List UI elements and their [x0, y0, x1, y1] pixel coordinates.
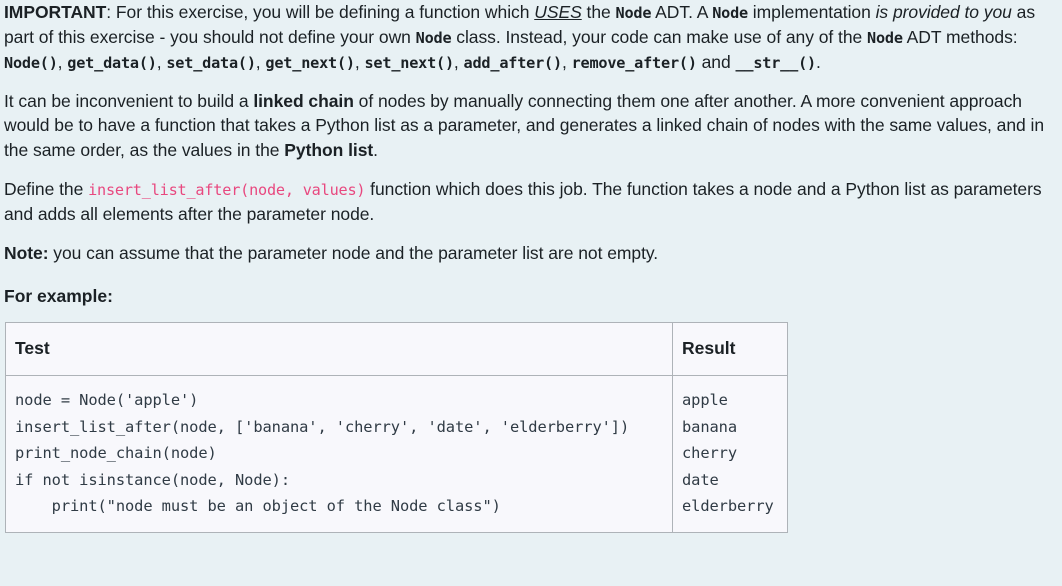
paragraph-note: Note: you can assume that the parameter …	[4, 241, 1058, 266]
python-list-bold: Python list	[284, 140, 374, 161]
insert-list-after-signature: insert_list_after(node, values)	[88, 181, 366, 200]
cell-test-code: node = Node('apple') insert_list_after(n…	[5, 375, 673, 533]
important-text-9: and	[696, 51, 736, 72]
linked-chain-text-3: .	[373, 140, 378, 161]
code-node-3: Node	[415, 28, 452, 47]
table-head: Test Result	[5, 322, 788, 377]
column-header-test: Test	[5, 322, 673, 377]
important-italic-phrase: is provided to you	[875, 2, 1012, 22]
linked-chain-bold: linked chain	[253, 90, 354, 111]
linked-chain-text-1: It can be inconvenient to build a	[4, 90, 254, 111]
cell-result-output: apple banana cherry date elderberry	[672, 375, 788, 533]
define-text-2: function which does this job. The functi…	[4, 179, 1042, 224]
method-get-next: get_next()	[265, 53, 355, 72]
result-output-block: apple banana cherry date elderberry	[682, 391, 774, 516]
method-remove-after: remove_after()	[571, 53, 697, 72]
note-label: Note:	[4, 242, 49, 263]
paragraph-linked-chain: It can be inconvenient to build a linked…	[4, 89, 1058, 164]
important-text-4: implementation	[747, 2, 876, 22]
column-header-result: Result	[672, 322, 788, 377]
sep-5: ,	[453, 51, 464, 72]
paragraph-important: IMPORTANT: For this exercise, you will b…	[4, 0, 1058, 75]
code-node-2: Node	[712, 4, 748, 22]
method-str: __str__()	[735, 53, 816, 72]
uses-emphasis: USES	[534, 2, 582, 22]
method-set-next: set_next()	[364, 53, 454, 72]
define-text-1: Define the	[4, 179, 89, 200]
sep-4: ,	[354, 51, 365, 72]
important-text-7: ADT methods:	[902, 26, 1018, 47]
sep-1: ,	[57, 51, 68, 72]
exercise-description-page: IMPORTANT: For this exercise, you will b…	[4, 0, 1058, 533]
method-get-data: get_data()	[67, 53, 157, 72]
important-text-2: the	[581, 2, 616, 22]
important-label: IMPORTANT	[4, 2, 107, 22]
example-table: Test Result node = Node('apple') insert_…	[5, 322, 788, 533]
note-text: you can assume that the parameter node a…	[48, 242, 659, 263]
table-body: node = Node('apple') insert_list_after(n…	[5, 375, 788, 533]
important-text-6: class. Instead, your code can make use o…	[451, 26, 868, 47]
paragraph-define: Define the insert_list_after(node, value…	[4, 177, 1058, 227]
table-header-row: Test Result	[5, 322, 788, 377]
test-code-block: node = Node('apple') insert_list_after(n…	[15, 391, 630, 516]
important-text-5: as part of this exercise - you should no…	[4, 2, 1036, 47]
linked-chain-text-2: of nodes by manually connecting them one…	[4, 90, 1045, 161]
important-text-10: .	[815, 51, 821, 72]
table-row: node = Node('apple') insert_list_after(n…	[5, 375, 788, 533]
method-add-after: add_after()	[463, 53, 563, 72]
sep-6: ,	[561, 51, 572, 72]
sep-2: ,	[156, 51, 167, 72]
code-node-4: Node	[867, 28, 903, 47]
method-set-data: set_data()	[166, 53, 256, 72]
sep-3: ,	[255, 51, 266, 72]
important-text-1: : For this exercise, you will be definin…	[106, 2, 535, 22]
important-text-3: ADT. A	[651, 2, 713, 22]
for-example-label: For example:	[4, 285, 113, 306]
code-node-1: Node	[615, 4, 652, 22]
method-node: Node()	[4, 53, 58, 72]
